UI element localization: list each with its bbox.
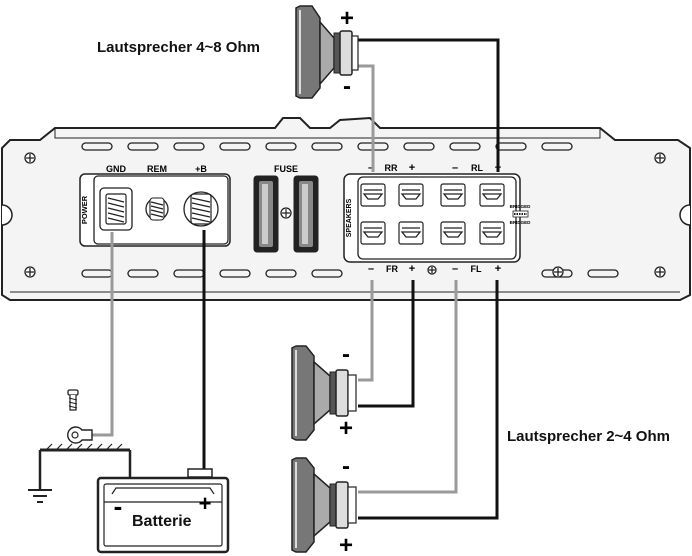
wire-gnd [92, 232, 114, 437]
wire-fr-plus [358, 280, 415, 408]
power-block-label: POWER [80, 195, 89, 224]
gnd-terminal[interactable] [99, 187, 133, 231]
fr-label: FR [386, 264, 398, 274]
b-plus-terminal[interactable] [183, 191, 219, 227]
bridged-label-top: BRIDGED [510, 204, 532, 209]
top-speaker-plus: + [340, 5, 354, 32]
power-terminal-block: POWER GND REM +B [79, 164, 231, 247]
gnd-label: GND [106, 164, 127, 174]
fr-speaker-plus: + [339, 415, 353, 442]
battery-label: Batterie [132, 513, 192, 530]
bridged-indicator: BRIDGED BRIDGED [510, 204, 532, 225]
speaker-bottom-label: Lautsprecher 2~4 Ohm [507, 428, 670, 445]
b-plus-label: +B [195, 164, 207, 174]
battery-plus: + [199, 491, 212, 516]
speaker-front-left: - + [291, 453, 357, 556]
fr-speaker-minus: - [342, 341, 350, 368]
wire-fl-minus [358, 280, 458, 494]
screw-icon [67, 389, 79, 411]
rl-label: RL [471, 163, 483, 173]
mounting-screws [24, 152, 666, 278]
speaker-top-label: Lautsprecher 4~8 Ohm [97, 39, 260, 56]
rem-label: REM [147, 164, 167, 174]
fr-minus-label: – [368, 263, 374, 275]
speaker-top: + - [295, 5, 359, 100]
fuse[interactable]: FUSE [253, 164, 319, 253]
wire-fl-plus [358, 280, 499, 520]
wire-rr-minus [356, 64, 375, 172]
wire-fr-minus [358, 280, 374, 382]
wire-rl-plus [356, 38, 500, 172]
fl-speaker-plus: + [339, 532, 353, 556]
battery-minus: - [114, 491, 123, 521]
speaker-front-right: - + [291, 341, 357, 442]
fl-speaker-minus: - [342, 453, 350, 480]
ground-symbol-icon [28, 443, 132, 503]
speaker-terminal-block: SPEAKERS – RR + – RL + – FR + – FL + [343, 162, 532, 275]
rr-minus-label: – [368, 162, 374, 174]
rl-minus-label: – [452, 162, 458, 174]
rr-label: RR [385, 163, 398, 173]
bridged-label-bottom: BRIDGED [510, 220, 532, 225]
rr-plus-label: + [409, 162, 415, 174]
wires [92, 38, 500, 520]
speakers-block-label: SPEAKERS [346, 198, 353, 237]
rem-terminal[interactable] [145, 197, 169, 221]
amplifier: POWER GND REM +B [1, 116, 691, 301]
fl-plus-label: + [495, 263, 501, 275]
ring-terminal-icon [67, 426, 93, 444]
fr-plus-label: + [409, 263, 415, 275]
top-speaker-minus: - [343, 73, 351, 100]
fl-minus-label: – [452, 263, 458, 275]
fl-label: FL [471, 264, 482, 274]
battery: - + [96, 468, 230, 554]
fuse-label: FUSE [274, 164, 298, 174]
